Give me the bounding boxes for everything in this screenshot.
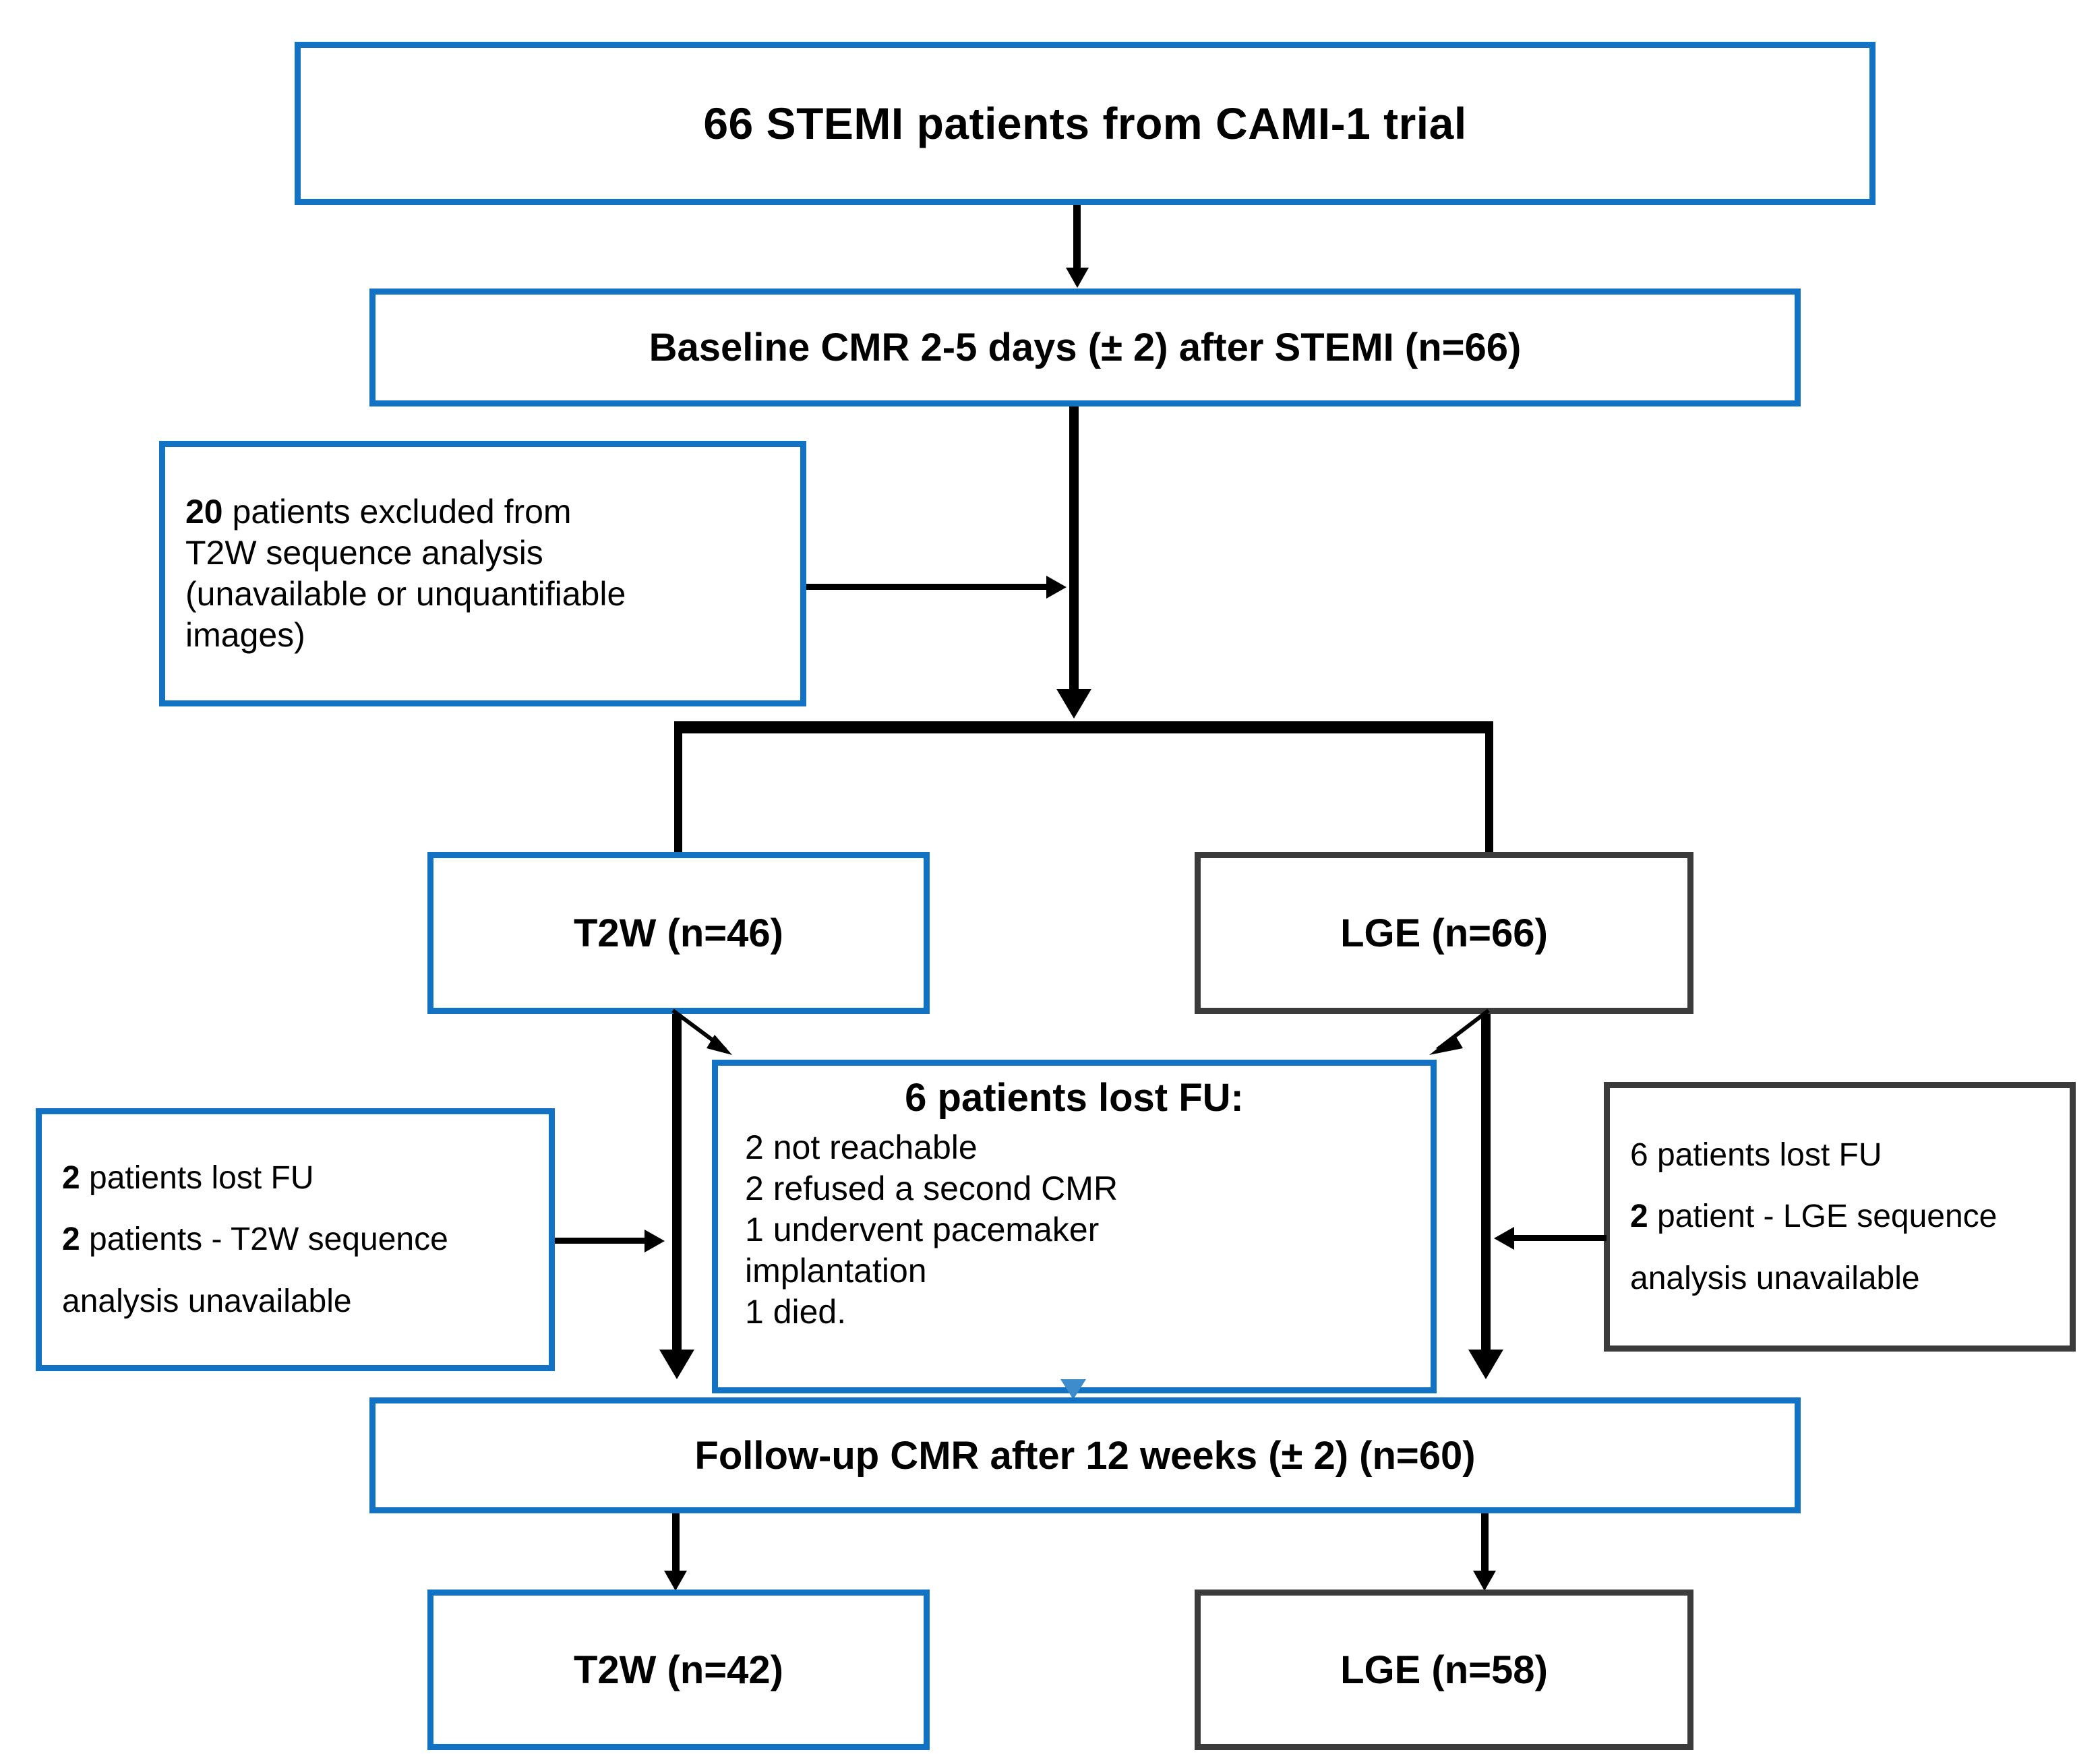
- node-followup-cmr-label: Follow-up CMR after 12 weeks (± 2) (n=60…: [694, 1433, 1476, 1478]
- node-lost-fu-left-count1: 2: [62, 1160, 80, 1197]
- node-lost-fu-right-text: 6 patients lost FU 2 patient - LGE seque…: [1610, 1124, 2070, 1309]
- connector-excluded-to-trunk: [806, 584, 1051, 590]
- list-item: implantation: [745, 1252, 927, 1290]
- node-excluded-t2w-line3: (unavailable or unquantifiable: [185, 575, 626, 613]
- connector-lostfuright-to-vertical: [1514, 1235, 1607, 1241]
- connector-followup-to-t2w: [672, 1513, 680, 1581]
- node-lost-fu-left-text: 2 patients lost FU 2 patients - T2W sequ…: [42, 1147, 549, 1332]
- node-excluded-t2w-text: 20 patients excluded from T2W sequence a…: [165, 491, 800, 656]
- node-excluded-t2w-count: 20: [185, 493, 223, 531]
- node-excluded-t2w-line1: patients excluded from: [222, 493, 572, 531]
- node-lost-fu-left-line3: analysis unavailable: [62, 1283, 352, 1319]
- node-t2w-followup-label: T2W (n=42): [574, 1647, 783, 1692]
- arrowhead-t2w-to-followup: [659, 1350, 694, 1379]
- arrowhead-followup-to-t2w: [664, 1571, 687, 1591]
- node-lge-baseline: LGE (n=66): [1195, 852, 1693, 1014]
- split-bar-horizontal: [674, 721, 1493, 733]
- node-t2w-followup: T2W (n=42): [427, 1590, 930, 1750]
- node-lost-fu-right: 6 patients lost FU 2 patient - LGE seque…: [1604, 1082, 2076, 1352]
- node-lost-fu-left-line1: patients lost FU: [80, 1160, 314, 1197]
- node-lost-fu-left-count2: 2: [62, 1221, 80, 1258]
- split-bar-left-drop: [674, 721, 682, 867]
- arrowhead-lostfu-center-to-followup: [1060, 1379, 1086, 1399]
- arrowhead-baseline-trunk: [1056, 689, 1091, 719]
- connector-followup-to-lge: [1481, 1513, 1489, 1581]
- node-lost-fu-center-heading: 6 patients lost FU:: [905, 1076, 1244, 1120]
- node-followup-cmr: Follow-up CMR after 12 weeks (± 2) (n=60…: [369, 1397, 1801, 1513]
- arrowhead-excluded-to-trunk: [1046, 576, 1067, 599]
- node-enrollment: 66 STEMI patients from CAMI-1 trial: [295, 42, 1876, 205]
- node-lost-fu-right-count2: 2: [1630, 1199, 1648, 1235]
- node-excluded-t2w-line2: T2W sequence analysis: [185, 534, 543, 572]
- split-bar-right-drop: [1485, 721, 1493, 867]
- arrowhead-lostfuleft-to-vertical: [644, 1230, 665, 1252]
- arrowhead-lostfuright-to-vertical: [1494, 1227, 1514, 1250]
- list-item: 2 not reachable: [745, 1128, 978, 1166]
- connector-enrollment-to-baseline: [1073, 205, 1081, 276]
- node-baseline-cmr: Baseline CMR 2-5 days (± 2) after STEMI …: [369, 289, 1801, 406]
- connector-t2w-to-lostfu-diagonal: [671, 1008, 732, 1055]
- node-lge-baseline-label: LGE (n=66): [1340, 911, 1548, 955]
- connector-t2w-to-followup: [672, 1014, 682, 1371]
- connector-lostfuleft-to-vertical: [555, 1238, 648, 1244]
- node-lost-fu-center-list: 2 not reachable 2 refused a second CMR 1…: [718, 1127, 1431, 1333]
- node-lge-followup-label: LGE (n=58): [1340, 1647, 1548, 1692]
- node-lost-fu-right-line1: 6 patients lost FU: [1630, 1137, 1882, 1174]
- node-baseline-cmr-label: Baseline CMR 2-5 days (± 2) after STEMI …: [649, 326, 1522, 369]
- node-excluded-t2w-line4: images): [185, 616, 305, 654]
- node-t2w-baseline-label: T2W (n=46): [574, 911, 783, 955]
- arrowhead-lge-to-followup: [1468, 1350, 1503, 1379]
- list-item: 2 refused a second CMR: [745, 1170, 1118, 1207]
- node-t2w-baseline: T2W (n=46): [427, 852, 930, 1014]
- node-enrollment-label: 66 STEMI patients from CAMI-1 trial: [703, 98, 1467, 148]
- node-lost-fu-left: 2 patients lost FU 2 patients - T2W sequ…: [36, 1108, 555, 1371]
- node-lost-fu-right-line3: analysis unavailable: [1630, 1260, 1920, 1296]
- node-lost-fu-right-line2: patient - LGE sequence: [1648, 1199, 1998, 1235]
- connector-baseline-trunk: [1069, 406, 1079, 708]
- node-excluded-t2w: 20 patients excluded from T2W sequence a…: [159, 441, 806, 706]
- node-lge-followup: LGE (n=58): [1195, 1590, 1693, 1750]
- node-lost-fu-left-line2: patients - T2W sequence: [80, 1221, 448, 1258]
- connector-lge-to-lostfu-diagonal: [1429, 1008, 1490, 1055]
- node-lost-fu-center: 6 patients lost FU: 2 not reachable 2 re…: [712, 1060, 1437, 1393]
- arrowhead-followup-to-lge: [1473, 1571, 1496, 1591]
- list-item: 1 died.: [745, 1293, 847, 1331]
- connector-lge-to-followup: [1481, 1014, 1491, 1371]
- arrowhead-enrollment-to-baseline: [1066, 268, 1089, 288]
- list-item: 1 undervent pacemaker: [745, 1211, 1100, 1248]
